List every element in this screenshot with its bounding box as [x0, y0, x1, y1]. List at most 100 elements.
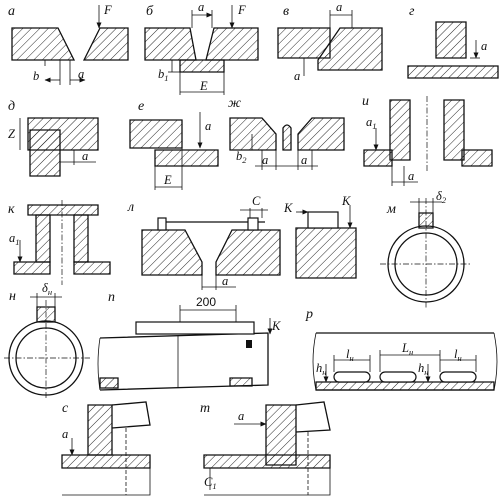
panel-s-upright	[87, 404, 113, 456]
panel-zh: ж a a b2	[228, 96, 345, 170]
panel-s-letter: с	[62, 401, 69, 416]
panel-n: н δн	[4, 281, 90, 400]
panel-zh-dim-a-right: a	[301, 153, 307, 167]
panel-l-clamp-right	[247, 217, 259, 231]
panel-k-top-flange	[27, 204, 99, 216]
panel-k-letter: к	[8, 202, 15, 217]
panel-k-dim-a1: a1	[9, 231, 20, 247]
panel-g-vertical-plate	[435, 21, 467, 59]
panel-i-left-wall	[389, 99, 411, 161]
panel-d-vertical-plate	[29, 129, 61, 177]
panel-t-dim-a: a	[238, 409, 244, 423]
panel-d-letter: д	[8, 99, 15, 114]
panel-v: в a a	[277, 0, 383, 83]
panel-b-dim-E: E	[199, 79, 208, 93]
panel-r-base-strip	[315, 381, 495, 391]
panel-l-dim-C: C	[252, 194, 261, 208]
panel-i: и a1 a	[362, 94, 493, 186]
panel-b-left-plate	[144, 27, 197, 61]
panel-a-dim-b: b	[33, 69, 39, 83]
panel-b-letter: б	[146, 4, 154, 19]
panel-p-hatch-right	[229, 377, 253, 387]
panel-zh-dim-b2: b2	[236, 149, 247, 165]
panel-v-dim-a-side: a	[294, 69, 300, 83]
panel-l-dim-a: a	[222, 274, 228, 288]
panel-r-dim-ln-2: lн	[454, 347, 462, 363]
panel-m: м δ2	[380, 189, 472, 308]
panel-zh-right-plate	[297, 117, 345, 151]
panel-i-dim-a: a	[408, 169, 414, 183]
panel-r-dim-hn-1: hн	[316, 361, 326, 377]
panel-k: к a1	[8, 200, 111, 285]
panel-l-right-plate	[215, 229, 281, 276]
panel-r: р lн Lн lн hн hн	[305, 307, 498, 391]
panel-r-weld-3	[439, 371, 477, 383]
panel-m-lug	[418, 212, 434, 229]
panel-p-stop	[246, 340, 252, 348]
panel-k-base-right	[73, 261, 111, 275]
panel-a: а b a F	[8, 3, 129, 85]
panel-g-base-plate	[407, 65, 499, 79]
panel-a-right-plate	[82, 27, 129, 61]
panel-l-dim-K-right: K	[341, 194, 351, 208]
panel-d: д Z a	[8, 99, 99, 177]
panel-v-letter: в	[283, 4, 289, 19]
panel-n-dim-delta-n: δн	[42, 281, 52, 297]
panel-i-right-wall	[443, 99, 465, 161]
panel-e-lower-plate	[154, 149, 219, 167]
panel-p-pipe-body	[99, 332, 269, 391]
panel-r-dim-Ln: Lн	[401, 341, 413, 357]
panel-zh-letter: ж	[228, 96, 241, 111]
panel-p-top-plate	[135, 321, 255, 335]
panel-p: п 200 K	[97, 290, 281, 391]
panel-b-right-plate	[205, 27, 259, 61]
panel-e: е a E	[129, 99, 219, 190]
panel-b-backing-strip	[179, 59, 225, 73]
panel-t-letter: т	[200, 401, 210, 416]
panel-e-upper-plate	[129, 119, 183, 149]
panel-a-left-plate	[11, 27, 76, 61]
panel-p-hatch-left	[99, 377, 119, 389]
panel-g-dim-a: a	[481, 39, 487, 53]
panel-r-letter: р	[305, 307, 313, 322]
panel-v-lower-plate	[317, 27, 383, 71]
panel-v-dim-a-top: a	[336, 0, 342, 14]
panel-d-dim-Z: Z	[8, 127, 16, 141]
panel-s-base-plate	[61, 454, 151, 469]
panel-a-letter: а	[8, 4, 15, 19]
panel-a-dim-F: F	[103, 3, 112, 17]
panel-l-left-plate	[141, 229, 203, 276]
panel-l: л C a K K	[127, 194, 357, 290]
panel-i-base-right	[461, 149, 493, 167]
panel-l-side-plate	[295, 227, 357, 279]
panel-b: б a F b1 E	[144, 0, 259, 95]
panel-k-right-wall	[73, 214, 89, 263]
panel-d-dim-a: a	[82, 149, 88, 163]
panel-t: т a C1	[200, 401, 331, 496]
panel-l-clamp-left	[157, 217, 167, 231]
panel-i-dim-a1: a1	[366, 115, 377, 131]
panel-g-letter: г	[409, 4, 415, 19]
panel-t-dim-C1: C1	[204, 475, 217, 491]
panel-zh-dim-a-left: a	[262, 153, 268, 167]
panel-p-letter: п	[108, 290, 115, 305]
panel-zh-insert	[282, 124, 292, 151]
panel-l-letter: л	[127, 200, 134, 215]
panel-n-letter: н	[9, 289, 16, 304]
panel-b-dim-F: F	[237, 3, 246, 17]
panel-t-base-plate	[203, 454, 331, 469]
panel-g: г a	[407, 4, 499, 79]
panel-b-dim-b: b1	[158, 67, 169, 83]
panel-b-dim-a: a	[198, 0, 204, 14]
panel-s: с a	[61, 401, 151, 496]
panel-r-weld-2	[379, 371, 417, 383]
panel-l-side-block	[307, 211, 339, 229]
panel-e-dim-E: E	[163, 173, 172, 187]
panel-r-weld-1	[333, 371, 371, 383]
panel-zh-left-plate	[229, 117, 277, 151]
panel-e-letter: е	[138, 99, 144, 114]
panel-m-dim-delta2: δ2	[436, 189, 447, 205]
panel-p-dim-K: K	[271, 319, 281, 333]
